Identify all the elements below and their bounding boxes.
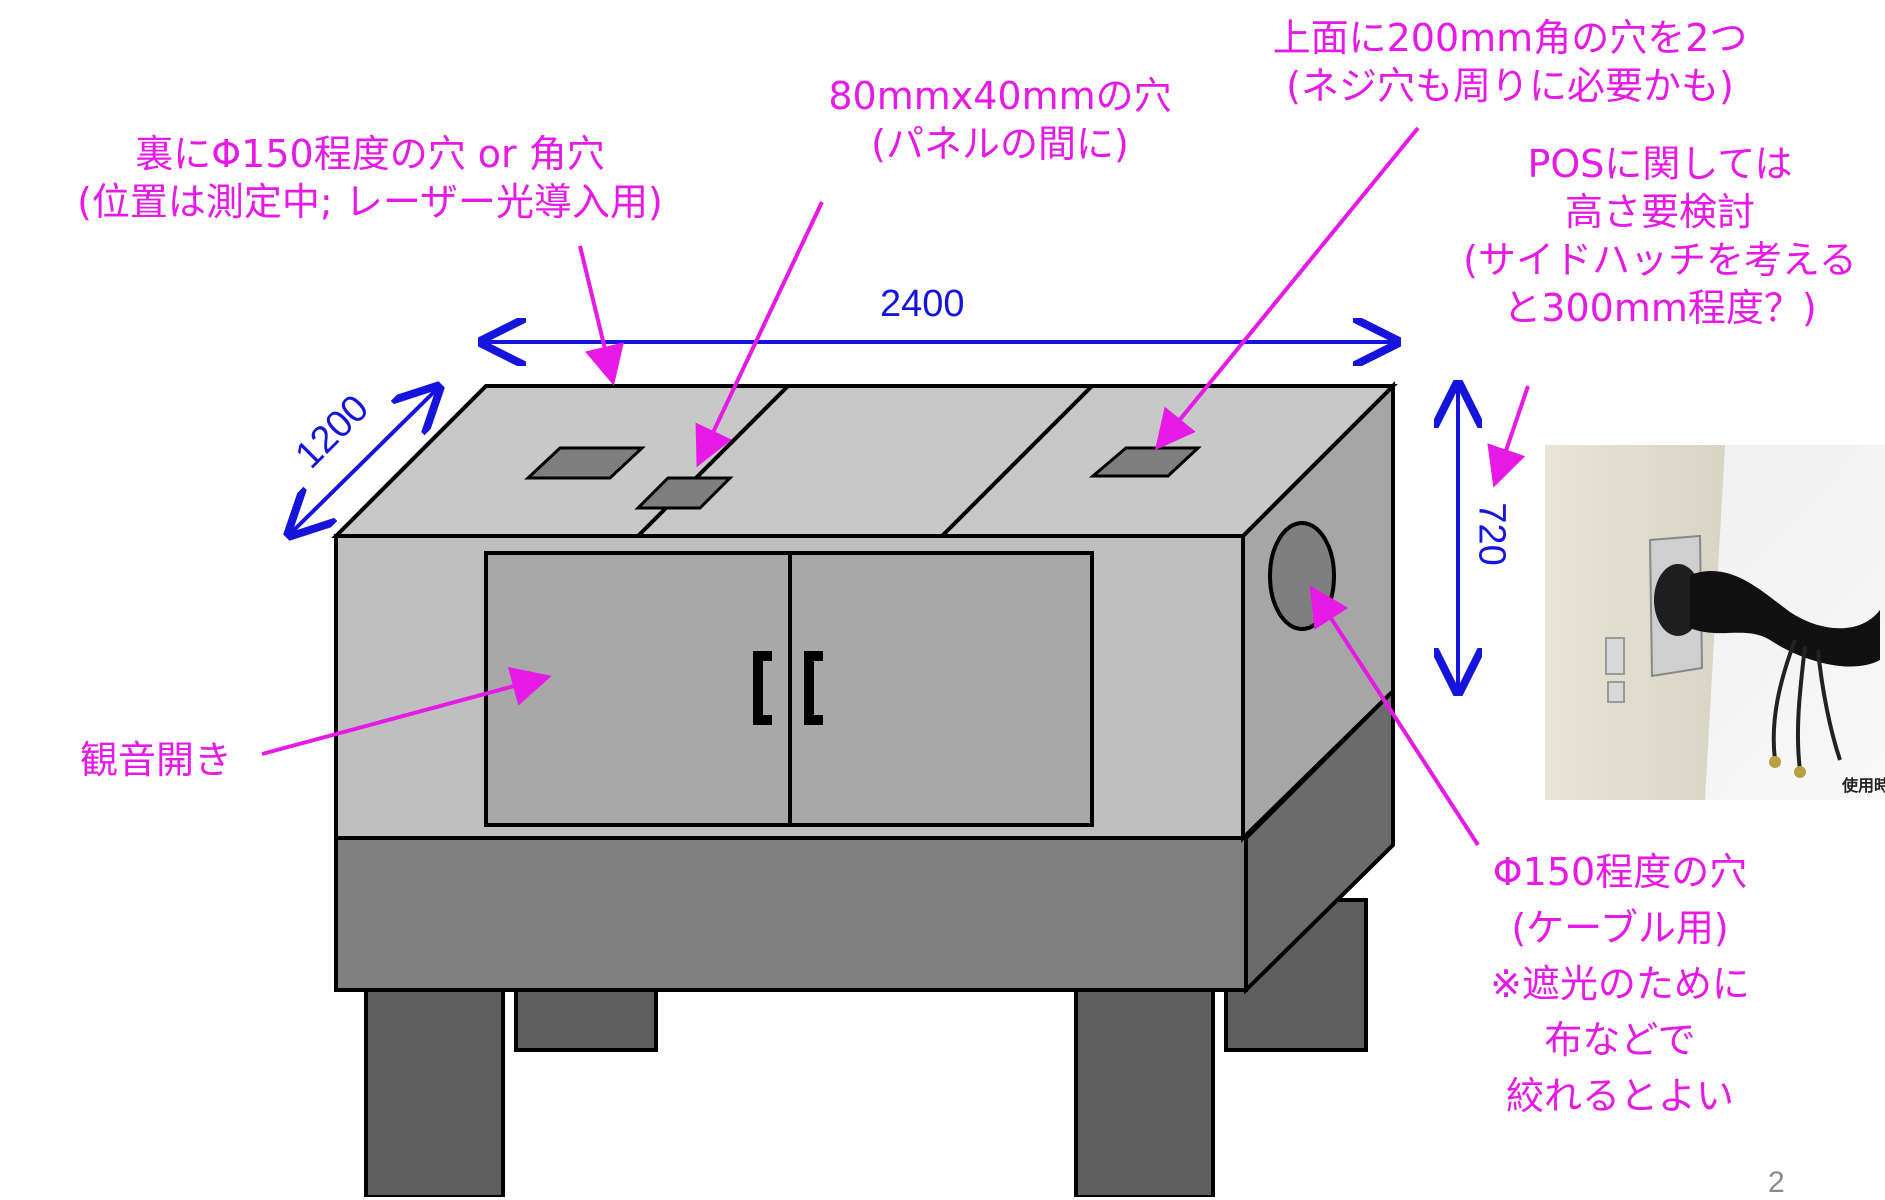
door-right [788,551,1094,827]
page-number: 2 [1768,1166,1785,1199]
label-side-hole-line-1: Φ150程度の穴 [1492,850,1748,894]
leg-front-left [364,988,505,1197]
label-pos-note-line-4: と300mm程度？) [1503,286,1817,330]
arrow-doors [261,667,552,756]
dimension-width: 2400 [880,283,965,325]
dimension-arrow-depth [292,390,436,532]
label-side-hole: Φ150程度の穴 (ケーブル用) ※遮光のために 布などで 絞れるとよい [1430,844,1810,1124]
label-pos-note-line-3: (サイドハッチを考える [1463,238,1857,282]
leg-front-right [1074,988,1215,1197]
label-top-holes: 上面に200mm角の穴を2つ (ネジ穴も周りに必要かも) [1230,14,1790,110]
panel-hole-80x40 [634,476,734,510]
label-pos-note: POSに関しては 高さ要検討 (サイドハッチを考える と300mm程度？) [1435,140,1885,332]
photo-caption: 使用時 [1842,776,1885,795]
label-pos-note-line-1: POSに関しては [1527,142,1793,186]
door-left [484,551,792,827]
label-pos-note-line-2: 高さ要検討 [1564,190,1755,234]
side-hole-150 [1268,521,1336,631]
label-panel-hole: 80mmx40mmの穴 (パネルの間に) [780,72,1220,168]
top-panel-line-2 [940,384,1094,538]
base-front [334,836,1248,992]
label-back-hole-line-1: 裏にΦ150程度の穴 or 角穴 [135,132,605,176]
label-top-holes-line-1: 上面に200mm角の穴を2つ [1272,16,1748,60]
label-panel-hole-line-1: 80mmx40mmの穴 [828,74,1172,118]
arrow-back-hole [578,245,624,386]
label-back-hole-line-2: (位置は測定中; レーザー光導入用) [77,180,663,224]
door-handle-right [804,651,823,725]
label-panel-hole-line-2: (パネルの間に) [871,122,1129,166]
label-side-hole-line-5: 絞れるとよい [1505,1074,1734,1118]
arrow-panel-hole [695,201,824,468]
top-hole-200mm-left [524,446,646,480]
arrow-side-hole [1309,585,1480,847]
box-top [331,384,1398,538]
dimension-height: 720 [1470,502,1513,566]
label-back-hole: 裏にΦ150程度の穴 or 角穴 (位置は測定中; レーザー光導入用) [10,130,730,226]
label-side-hole-line-2: (ケーブル用) [1511,906,1729,950]
arrow-top-hole [1154,126,1420,451]
label-doors: 観音開き [79,738,232,782]
label-side-hole-line-3: ※遮光のために [1490,962,1750,1006]
door-handle-left [753,651,772,725]
cable-port-photo [1545,445,1885,800]
label-top-holes-line-2: (ネジ穴も周りに必要かも) [1286,64,1734,108]
label-side-hole-line-4: 布などで [1544,1018,1696,1062]
arrow-pos-note [1487,385,1530,488]
